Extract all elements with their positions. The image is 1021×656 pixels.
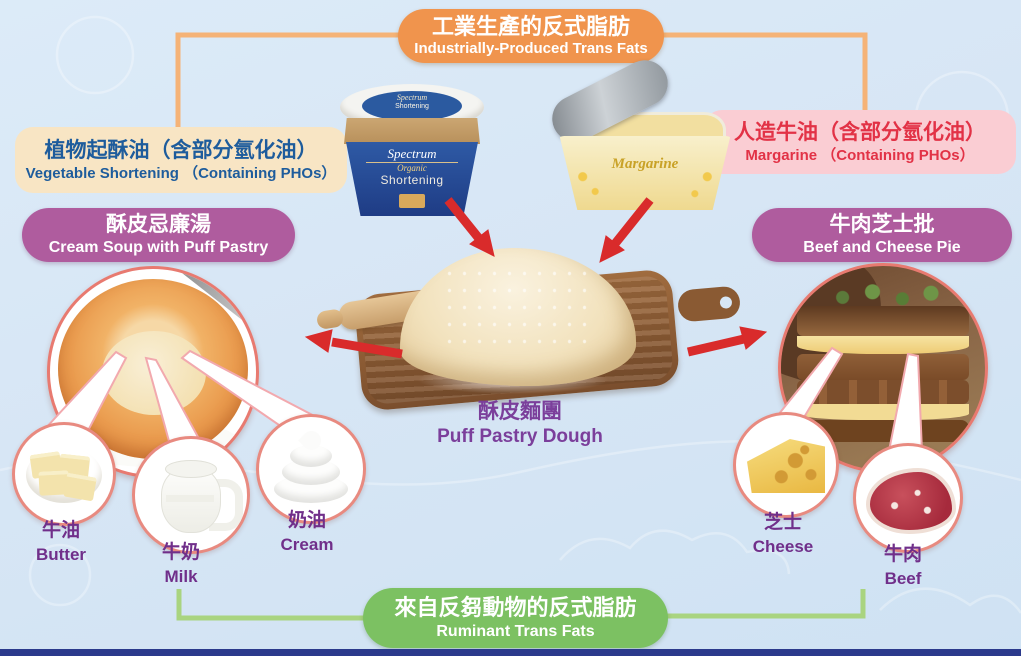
milk-label-en: Milk bbox=[164, 566, 198, 586]
puff-pastry-dough-image bbox=[330, 248, 742, 413]
beef-image-circle bbox=[853, 443, 963, 553]
beef-cheese-pie-banner-en: Beef and Cheese Pie bbox=[803, 239, 961, 257]
pie-cheese-layer bbox=[797, 336, 969, 354]
pie-herbs bbox=[827, 282, 957, 310]
pie-cheese-layer-2 bbox=[797, 404, 969, 420]
shortening-brand-text: Spectrum bbox=[365, 146, 459, 163]
shortening-pie-picture bbox=[399, 194, 425, 208]
margarine-label: 人造牛油（含部分氫化油） Margarine （Containing PHOs） bbox=[704, 110, 1016, 174]
shortening-lid-brand: Spectrum bbox=[396, 93, 428, 102]
shortening-label-zh: 植物起酥油（含部分氫化油） bbox=[44, 138, 318, 162]
milk-jug-handle bbox=[209, 479, 243, 531]
milk-label-zh: 牛奶 bbox=[161, 542, 200, 563]
cream-label-en: Cream bbox=[280, 534, 334, 554]
dough-mound bbox=[400, 248, 636, 386]
pie-bread-layer bbox=[797, 354, 969, 380]
margarine-label-en: Margarine （Containing PHOs） bbox=[745, 146, 975, 164]
shortening-type-text: Shortening bbox=[380, 173, 444, 187]
shortening-tub-band bbox=[344, 118, 480, 144]
cutting-board-handle bbox=[676, 285, 742, 323]
ruminant-trans-fats-banner: 來自反芻動物的反式脂肪 Ruminant Trans Fats bbox=[363, 588, 668, 648]
cheese-wedge bbox=[747, 439, 825, 493]
milk-jug-top bbox=[165, 460, 217, 478]
cheese-label-zh: 芝士 bbox=[763, 512, 802, 533]
connector-milk-to-ruminant bbox=[176, 589, 364, 621]
margarine-brand-text: Margarine bbox=[611, 156, 679, 172]
beef-cheese-pie-banner: 牛肉芝士批 Beef and Cheese Pie bbox=[752, 208, 1012, 262]
shortening-label-en: Vegetable Shortening （Containing PHOs） bbox=[25, 164, 337, 182]
shortening-tub-image: Spectrum Shortening Spectrum Organic Sho… bbox=[338, 84, 486, 218]
shortening-lid-type: Shortening bbox=[395, 102, 429, 110]
butter-label-en: Butter bbox=[35, 544, 87, 564]
industrial-banner-text-zh: 工業生產的反式脂肪 bbox=[431, 13, 630, 39]
shortening-tub-body: Spectrum Organic Shortening bbox=[346, 142, 478, 216]
pie-crust-layer bbox=[797, 306, 969, 336]
milk-label: 牛奶 Milk bbox=[128, 540, 234, 589]
shortening-label: 植物起酥油（含部分氫化油） Vegetable Shortening （Cont… bbox=[15, 127, 347, 193]
industrial-trans-fats-banner: 工業生產的反式脂肪 Industrially-Produced Trans Fa… bbox=[398, 9, 664, 63]
beef-steak bbox=[866, 468, 956, 534]
dough-label-zh: 酥皮麵團 bbox=[478, 400, 562, 423]
margarine-tub-image: Margarine bbox=[544, 52, 734, 210]
connector-beef-to-ruminant bbox=[667, 589, 866, 619]
cheese-image-circle bbox=[733, 412, 839, 518]
cream-soup-banner-zh: 酥皮忌廉湯 bbox=[106, 212, 211, 236]
butter-label-zh: 牛油 bbox=[41, 520, 80, 541]
puff-pastry-dough-label: 酥皮麵團 Puff Pastry Dough bbox=[380, 398, 660, 450]
cream-label-zh: 奶油 bbox=[287, 510, 326, 531]
beef-cheese-pie-banner-zh: 牛肉芝士批 bbox=[829, 212, 935, 236]
shortening-lid-label: Spectrum Shortening bbox=[362, 91, 462, 121]
soup-cream-center bbox=[102, 331, 206, 415]
bottom-edge-bar bbox=[0, 649, 1021, 656]
beef-label-en: Beef bbox=[884, 568, 922, 588]
shortening-variety-text: Organic bbox=[397, 163, 427, 173]
cream-label: 奶油 Cream bbox=[252, 508, 362, 557]
beef-label-zh: 牛肉 bbox=[883, 544, 922, 565]
ruminant-banner-zh: 來自反芻動物的反式脂肪 bbox=[394, 595, 637, 621]
pie-sliced-bread-layer bbox=[797, 380, 969, 404]
industrial-banner-text-en: Industrially-Produced Trans Fats bbox=[414, 40, 648, 58]
ruminant-banner-en: Ruminant Trans Fats bbox=[436, 622, 595, 640]
butter-image-circle bbox=[12, 422, 116, 526]
beef-label: 牛肉 Beef bbox=[850, 542, 956, 591]
margarine-tub-body bbox=[559, 136, 731, 210]
cream-soup-banner: 酥皮忌廉湯 Cream Soup with Puff Pastry bbox=[22, 208, 295, 262]
milk-image-circle bbox=[132, 436, 250, 554]
butter-label: 牛油 Butter bbox=[8, 518, 114, 567]
cream-image-circle bbox=[256, 414, 366, 524]
cheese-label: 芝士 Cheese bbox=[728, 510, 838, 559]
margarine-label-zh: 人造牛油（含部分氫化油） bbox=[734, 120, 986, 144]
cheese-label-en: Cheese bbox=[752, 536, 814, 556]
cream-soup-banner-en: Cream Soup with Puff Pastry bbox=[48, 239, 269, 257]
dough-label-en: Puff Pastry Dough bbox=[437, 426, 603, 448]
